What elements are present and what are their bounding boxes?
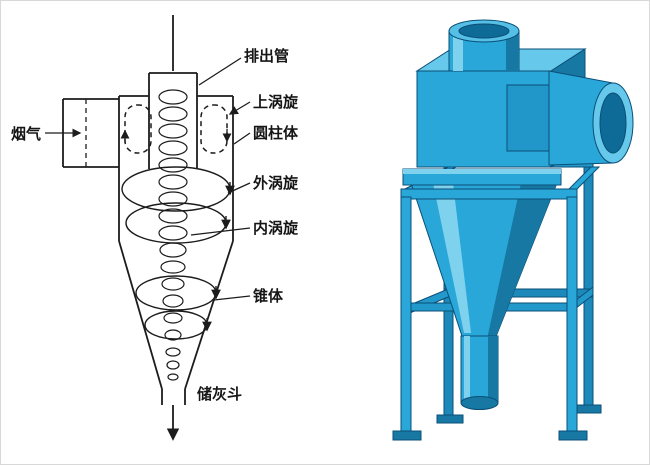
box-access-panel <box>506 84 550 152</box>
schematic-diagram <box>45 15 251 441</box>
label-cylinder: 圆柱体 <box>253 124 299 142</box>
label-flue-gas: 烟气 <box>11 125 41 143</box>
stand-front-legs <box>392 196 588 441</box>
label-inner-vortex: 内涡旋 <box>253 219 299 237</box>
model-dust-outlet <box>460 335 499 410</box>
leader-lines <box>45 57 251 301</box>
model-gas-outlet <box>448 19 520 72</box>
stand-front-top-rail <box>400 188 578 200</box>
schematic-labels: 烟气 排出管 上涡旋 圆柱体 外涡旋 内涡旋 锥体 储灰斗 <box>11 47 299 403</box>
label-ash-hopper: 储灰斗 <box>197 385 242 403</box>
leader-discharge-pipe <box>198 57 242 86</box>
model-inlet-duct <box>548 70 634 166</box>
cone-shape <box>118 240 234 405</box>
model-flange <box>402 168 562 186</box>
label-discharge-pipe: 排出管 <box>244 47 289 65</box>
inner-vortex-coil <box>158 89 188 381</box>
discharge-pipe-shape <box>148 72 198 169</box>
upper-vortex-arrows <box>120 129 232 143</box>
label-upper-vortex: 上涡旋 <box>253 93 299 111</box>
label-cone: 锥体 <box>253 287 284 305</box>
label-outer-vortex: 外涡旋 <box>252 174 299 192</box>
leader-upper-vortex <box>228 101 251 115</box>
cyclone-3d-model <box>392 19 634 441</box>
leader-cone <box>213 295 251 301</box>
leader-inner-vortex <box>190 227 251 236</box>
upper-vortex-loops <box>124 104 228 154</box>
leader-cylinder <box>233 132 251 145</box>
cylinder-shape <box>118 95 234 241</box>
leader-outer-vortex <box>227 182 251 194</box>
model-cone <box>410 182 558 340</box>
inlet-duct-shape <box>62 98 119 168</box>
